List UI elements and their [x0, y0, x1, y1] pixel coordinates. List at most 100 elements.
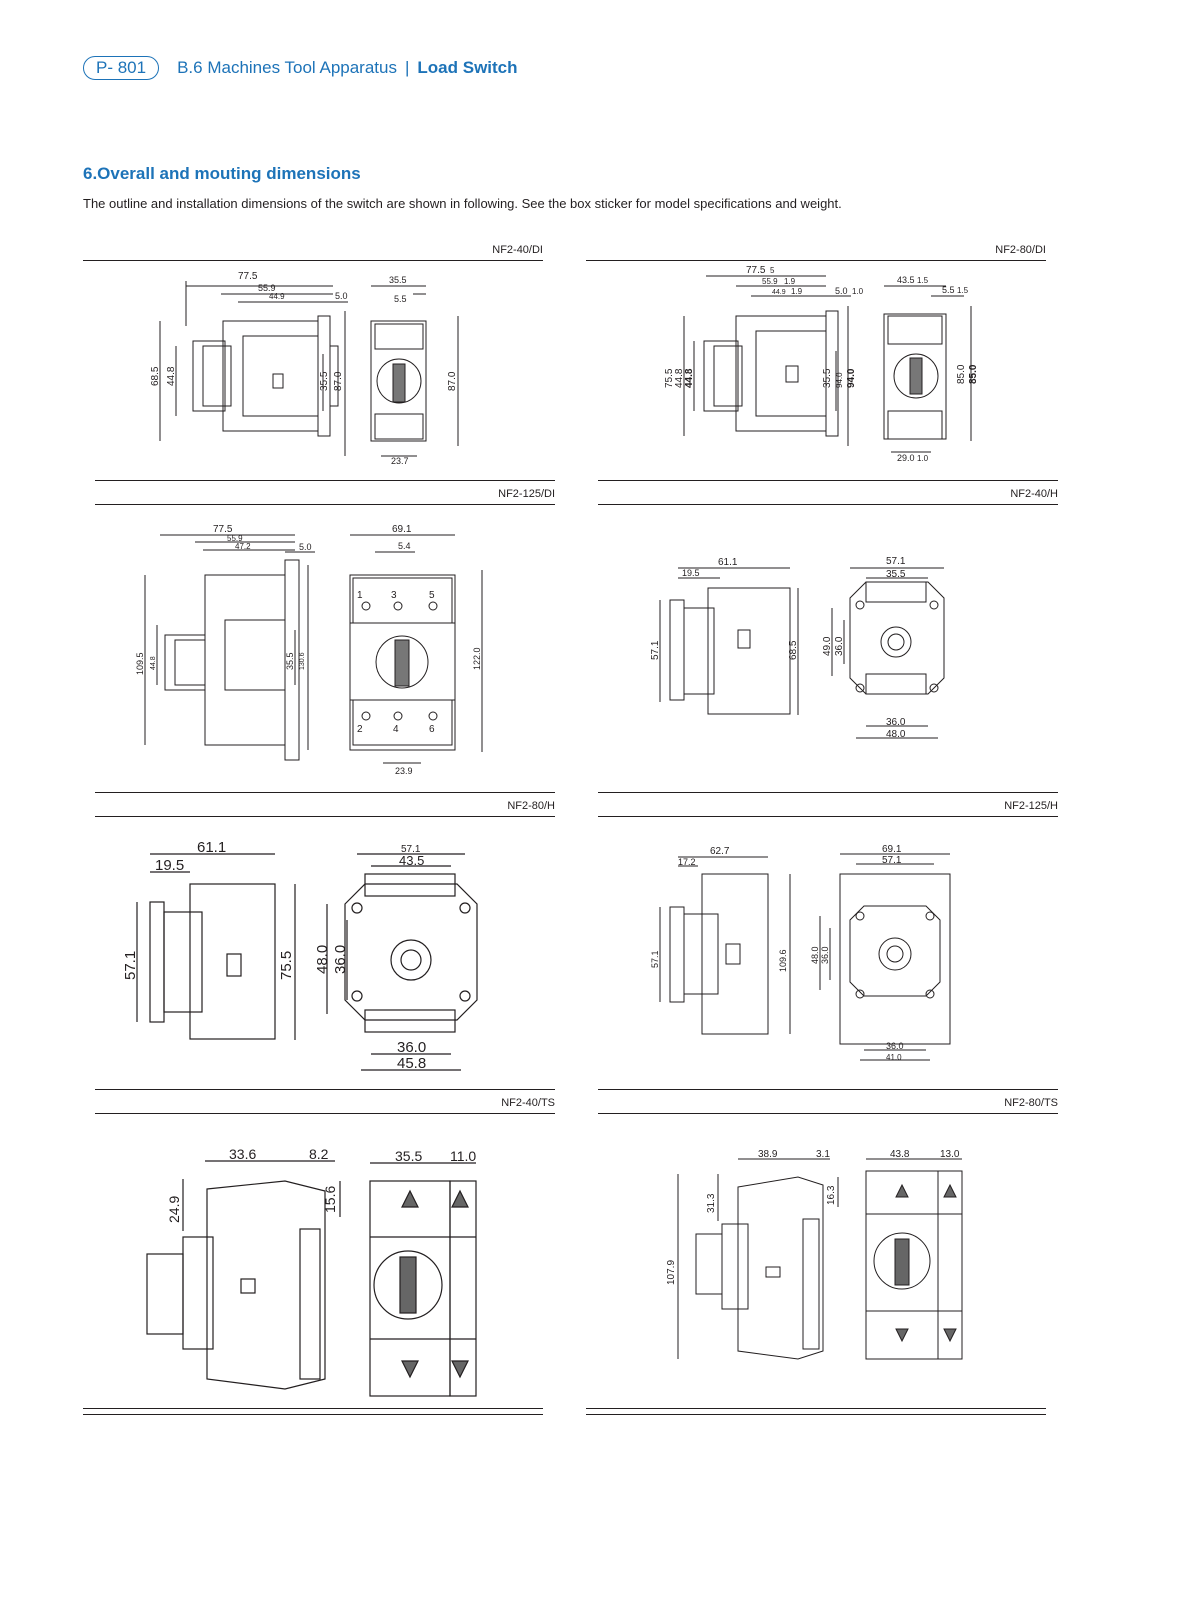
dim-w2: 8.2 — [309, 1146, 329, 1162]
dim-w4: 5.0 — [299, 542, 312, 552]
dim-h1: 75.5 — [664, 368, 675, 388]
dimension-drawing: 61.1 19.5 57.1 75.5 57.1 43.5 48.0 36.0 … — [122, 839, 478, 1072]
dim-h4: 94.0 — [835, 372, 844, 388]
dim-h1: 57.1 — [122, 951, 139, 980]
dim-front-width2: 43.5 — [399, 853, 424, 868]
dim-h2: 109.6 — [778, 949, 788, 972]
panel-top-rule — [95, 480, 555, 481]
dim-w2: 55.9 — [258, 283, 276, 293]
dim-w3: 44.9 — [772, 289, 786, 296]
dim-w3: 44.9 — [269, 292, 285, 301]
dim-front-width: 69.1 — [882, 844, 902, 855]
dim-front-width: 43.5 — [897, 275, 915, 285]
dimension-drawing: 77.5 55.9 47.2 5.0 109.5 44.8 35.5 130.6… — [135, 524, 483, 776]
dim-h2: 44.8 — [674, 368, 685, 388]
dim-w2: 19.5 — [155, 857, 184, 874]
dim-front-step: 5.5 — [394, 294, 407, 304]
dim-h1: 109.5 — [135, 652, 145, 675]
dim-front-width: 69.1 — [392, 524, 412, 535]
model-label: NF2-80/H — [507, 800, 555, 812]
dim-front-height-bold: 85.0 — [968, 364, 979, 384]
dim-w3: 47.2 — [235, 542, 251, 551]
dim-h3: 35.5 — [285, 652, 295, 670]
terminal-6: 6 — [429, 724, 435, 735]
breadcrumb-topic: Load Switch — [417, 58, 518, 77]
dim-front-height: 122.0 — [472, 647, 482, 670]
dimension-drawing: 77.5 5 55.9 1.9 44.9 1.9 5.0 1.0 75.5 44… — [664, 265, 979, 463]
dim-front-step-tol: 1.5 — [957, 286, 969, 295]
dim-front-b2: 48.0 — [886, 729, 906, 740]
dimension-drawing: 62.7 17.2 57.1 109.6 69.1 57.1 48.0 36.0… — [650, 844, 951, 1062]
panel-label-rule — [95, 816, 555, 817]
dim-front-h1: 49.0 — [822, 636, 833, 656]
terminal-3: 3 — [391, 590, 397, 601]
panel-top-rule — [598, 792, 1058, 793]
dim-h2: 15.6 — [322, 1186, 338, 1213]
model-label: NF2-125/DI — [498, 488, 555, 500]
panel-top-rule — [586, 260, 1046, 261]
dim-front-base-tol: 1.0 — [917, 454, 929, 463]
dim-front-b2: 41.0 — [886, 1053, 902, 1062]
model-label: NF2-80/TS — [1004, 1097, 1058, 1109]
panel-top-rule — [598, 1089, 1058, 1090]
dim-front-h1: 48.0 — [810, 946, 820, 964]
dim-front-width: 43.8 — [890, 1149, 910, 1160]
dim-w1: 38.9 — [758, 1149, 778, 1160]
dim-front-b1: 36.0 — [886, 717, 906, 728]
dim-front-width: 35.5 — [395, 1148, 422, 1164]
panel-nf2-80-di: NF2-80/DI — [586, 236, 1046, 480]
panel-label-rule — [598, 816, 1058, 817]
dim-front-b1: 36.0 — [397, 1039, 426, 1056]
dim-front-step: 5.5 — [942, 285, 955, 295]
dim-w2: 19.5 — [682, 568, 700, 578]
dim-h3: 107.9 — [666, 1260, 677, 1285]
model-label: NF2-40/H — [1010, 488, 1058, 500]
section-title: 6.Overall and mouting dimensions — [83, 164, 361, 183]
dim-w1: 61.1 — [197, 839, 226, 856]
breadcrumb-section: B.6 Machines Tool Apparatus — [177, 58, 397, 77]
model-label: NF2-80/DI — [995, 244, 1046, 256]
page-header: P- 801 B.6 Machines Tool Apparatus | Loa… — [83, 56, 518, 80]
panel-nf2-40-ts: NF2-40/TS 33.6 — [95, 1089, 555, 1409]
panel-nf2-125-di: NF2-125/DI — [95, 480, 555, 792]
dim-w4-tol: 1.0 — [852, 287, 864, 296]
panel-nf2-40-di: NF2-40/DI — [83, 236, 543, 480]
terminal-5: 5 — [429, 590, 435, 601]
footer-rule-left-2 — [83, 1414, 543, 1415]
section-intro: The outline and installation dimensions … — [83, 196, 842, 211]
dim-w1: 62.7 — [710, 846, 730, 857]
dim-h1: 68.5 — [150, 366, 161, 386]
dim-front-base: 23.7 — [391, 456, 409, 466]
dim-h1: 57.1 — [650, 950, 660, 968]
panel-nf2-125-h: NF2-125/H 62.7 17.2 — [598, 792, 1058, 1089]
dimension-drawing: 33.6 8.2 24.9 15.6 35.5 11.0 — [146, 1146, 477, 1397]
model-label: NF2-125/H — [1004, 800, 1058, 812]
dim-w2: 3.1 — [816, 1149, 830, 1160]
dim-front-width: 57.1 — [886, 556, 906, 567]
terminal-1: 1 — [357, 590, 363, 601]
dim-h2: 44.8 — [166, 366, 177, 386]
dim-w1-tol: 5 — [770, 266, 775, 275]
terminal-4: 4 — [393, 724, 399, 735]
dim-front-width2: 57.1 — [882, 855, 902, 866]
panel-top-rule — [95, 1089, 555, 1090]
dim-w4: 5.0 — [835, 286, 848, 296]
dim-h2: 16.3 — [826, 1185, 837, 1205]
dim-front-h1: 48.0 — [314, 945, 331, 974]
dim-w1: 77.5 — [213, 524, 233, 535]
footer-rule-left-1 — [83, 1408, 543, 1409]
dim-w2: 17.2 — [678, 857, 696, 867]
dim-front-b2: 45.8 — [397, 1055, 426, 1072]
dim-front-width: 35.5 — [389, 275, 407, 285]
dimension-drawing: 38.9 3.1 31.3 16.3 107.9 43.8 13.0 — [666, 1149, 963, 1360]
dim-front-width2: 11.0 — [450, 1148, 476, 1164]
breadcrumb-separator: | — [404, 58, 410, 77]
dim-w1: 77.5 — [238, 271, 258, 282]
dim-front-step: 5.4 — [398, 541, 411, 551]
dim-w1: 61.1 — [718, 557, 738, 568]
dim-h4: 130.6 — [299, 652, 306, 670]
dim-h2: 44.8 — [150, 656, 157, 670]
dim-w4: 5.0 — [335, 291, 348, 301]
dim-h1: 57.1 — [650, 640, 661, 660]
dim-front-h2: 36.0 — [820, 946, 830, 964]
